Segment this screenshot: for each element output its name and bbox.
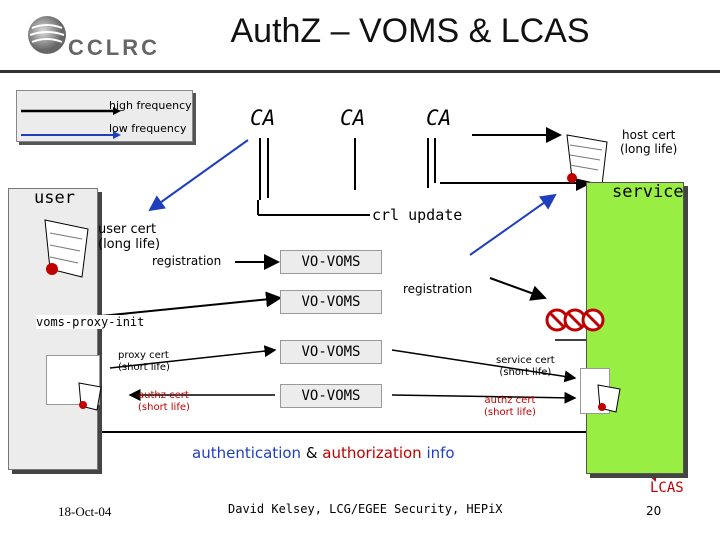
- legend-low-label: low frequency: [109, 122, 187, 135]
- service-panel: [586, 182, 684, 474]
- registration-right-label: registration: [403, 282, 473, 296]
- legend: high frequency low frequency: [16, 90, 193, 142]
- page-title: AuthZ – VOMS & LCAS: [230, 12, 590, 50]
- ca-label: CA: [340, 106, 366, 130]
- voms-box: VO-VOMS: [280, 250, 382, 274]
- auth-info-label: authentication & authorization info: [192, 444, 455, 462]
- logo-sphere-icon: [28, 16, 66, 54]
- voms-box: VO-VOMS: [280, 384, 382, 408]
- footer-center: David Kelsey, LCG/EGEE Security, HEPiX: [228, 502, 503, 516]
- service-cert-small-icon: [594, 382, 624, 421]
- authentication-text: authentication: [192, 444, 302, 462]
- user-cert-icon: [40, 215, 95, 289]
- ca-label: CA: [250, 106, 276, 130]
- ca-label: CA: [426, 106, 452, 130]
- legend-high-arrow: [21, 100, 121, 119]
- service-cert-label: service cert(short life): [496, 355, 555, 378]
- title-underline: [0, 70, 720, 73]
- footer-date: 18-Oct-04: [58, 504, 112, 519]
- user-cert-small-icon: [75, 380, 105, 419]
- footer-page: 20: [646, 504, 662, 518]
- voms-box: VO-VOMS: [280, 290, 382, 314]
- legend-low-arrow: [21, 124, 121, 143]
- proxy-init-label: voms-proxy-init: [36, 315, 145, 329]
- voms-box: VO-VOMS: [280, 340, 382, 364]
- authz-cert-left-label: authz cert(short life): [138, 390, 190, 413]
- user-cert-label: user cert(long life): [98, 222, 161, 252]
- logo: [26, 14, 68, 56]
- logo-text: CCLRC: [68, 35, 160, 60]
- authz-cert-right-label: authz cert(short life): [484, 395, 536, 418]
- registration-left-label: registration: [152, 254, 222, 268]
- lcas-label: LCAS: [650, 480, 684, 496]
- authorization-text: authorization: [322, 444, 422, 462]
- proxy-cert-label: proxy cert(short life): [118, 350, 170, 373]
- service-panel-label: service: [612, 182, 684, 202]
- legend-high-label: high frequency: [109, 99, 192, 112]
- crl-update-label: crl update: [372, 206, 463, 224]
- user-panel-label: user: [34, 188, 75, 208]
- host-cert-label: host cert(long life): [620, 128, 678, 156]
- prohibited-icons: [545, 305, 605, 339]
